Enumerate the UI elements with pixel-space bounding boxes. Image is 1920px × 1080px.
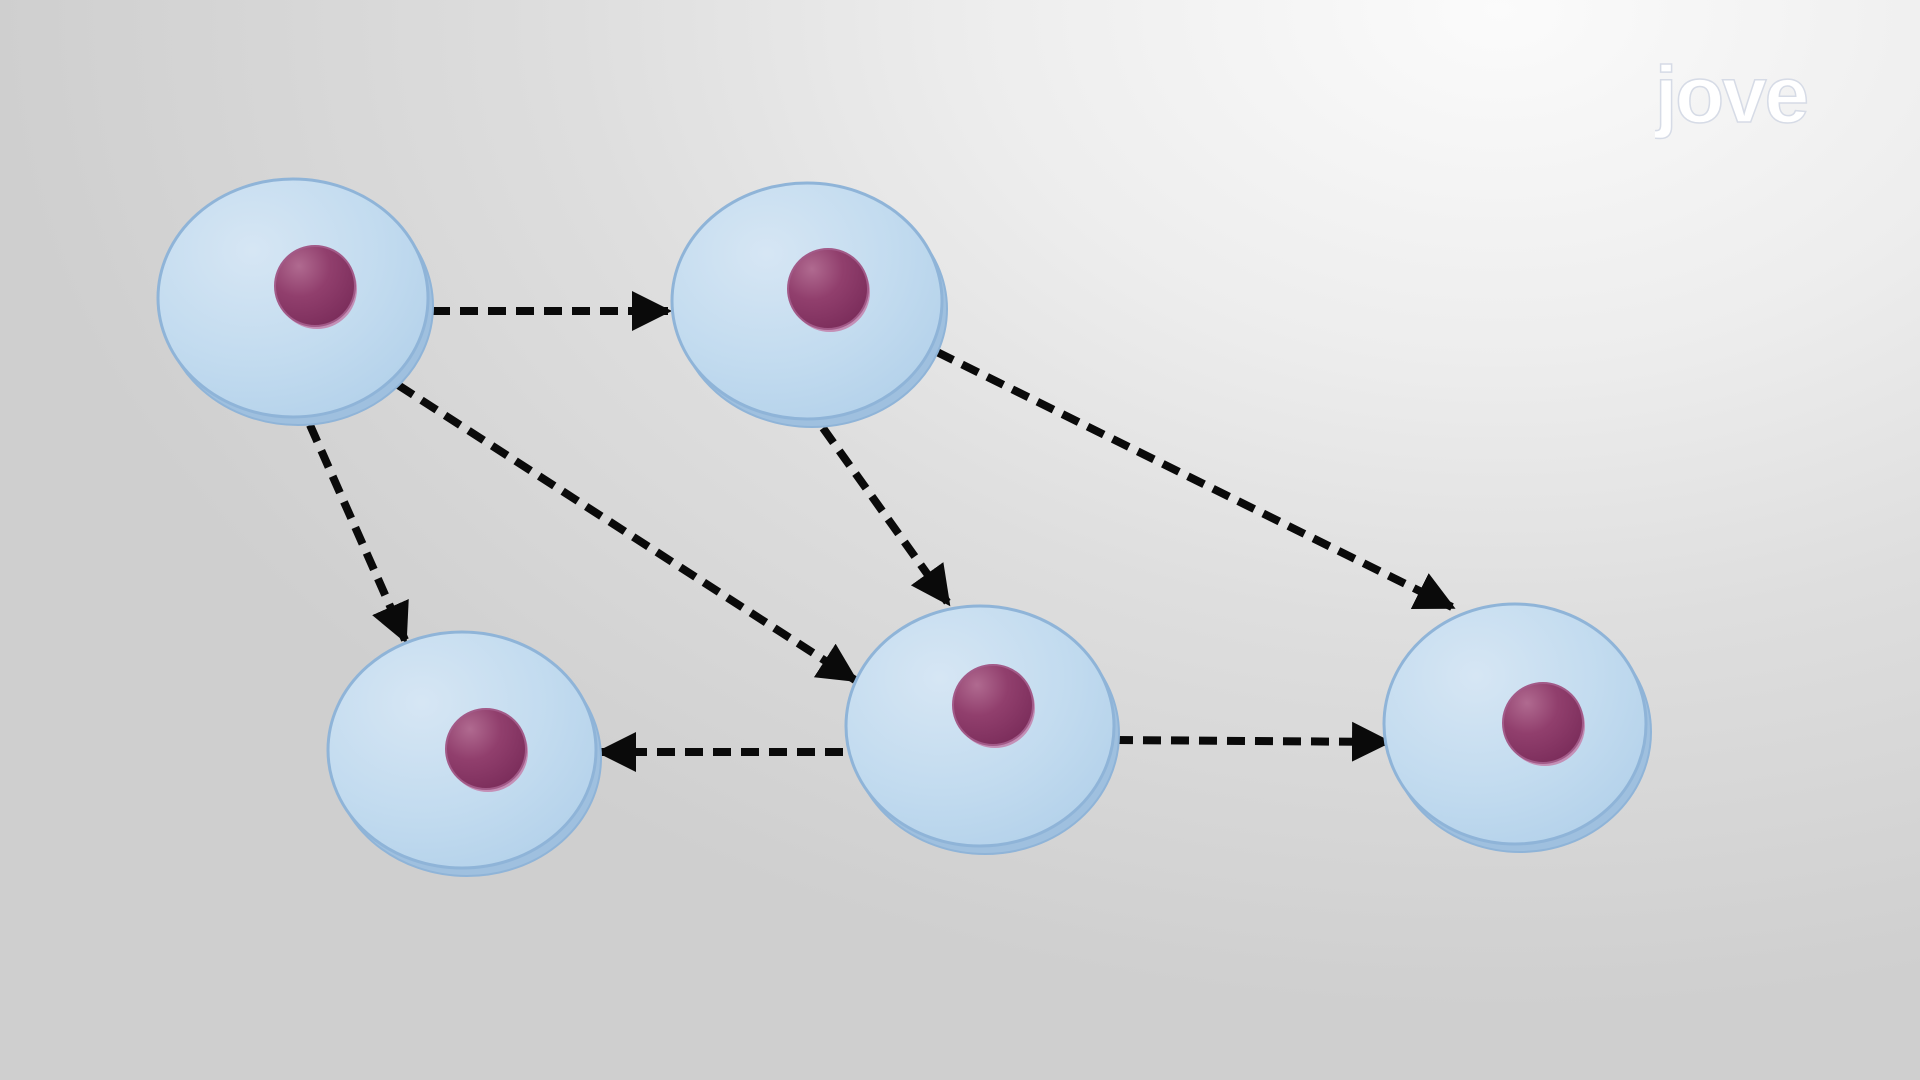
logo-text: jove: [1655, 50, 1807, 139]
cell-3: [326, 630, 602, 877]
arrow-cell-2-to-cell-5: [935, 348, 1456, 611]
nucleus: [1502, 682, 1584, 764]
nucleus: [787, 248, 869, 330]
nucleus: [952, 664, 1034, 746]
nucleus: [274, 245, 356, 327]
cell-4: [844, 604, 1120, 855]
arrow-cell-4-to-cell-5: [1114, 721, 1392, 762]
cell-5: [1382, 602, 1652, 853]
cell-1: [156, 177, 434, 426]
arrow-cell-1-to-cell-3: [306, 423, 409, 644]
edges-layer: [306, 291, 1456, 772]
cell-2: [670, 181, 948, 428]
arrow-cell-2-to-cell-4: [819, 425, 952, 607]
cells-layer: [156, 177, 1652, 877]
jove-logo: jove: [1655, 49, 1810, 140]
arrow-cell-1-to-cell-4: [395, 381, 859, 684]
nucleus: [445, 708, 527, 790]
